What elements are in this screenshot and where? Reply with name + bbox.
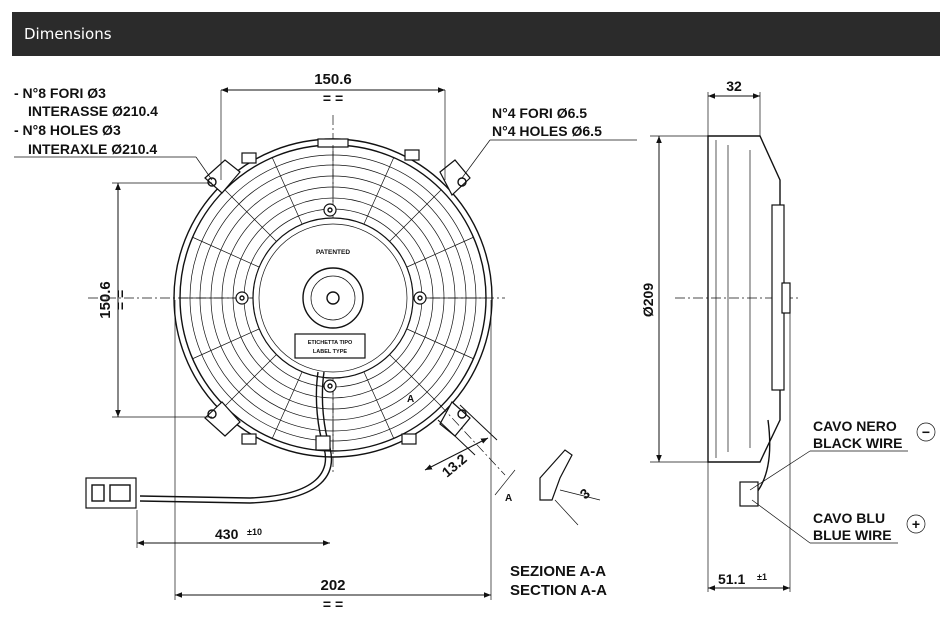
dim-bottom-value: 202	[320, 577, 345, 594]
label-type-it: ETICHETTA TIPO	[308, 340, 353, 346]
big-holes-en: N°4 HOLES Ø6.5	[492, 123, 602, 139]
section-profile	[539, 449, 573, 501]
black-wire-callout: CAVO NERO BLACK WIRE −	[749, 418, 936, 491]
section-header: Dimensions	[12, 12, 940, 56]
patented-label: PATENTED	[316, 249, 350, 256]
minus-symbol: −	[922, 424, 930, 440]
holes-it-line2: INTERASSE Ø210.4	[28, 103, 158, 119]
cable	[139, 371, 333, 504]
side-shaft	[781, 282, 791, 314]
dim-cable-value: 430	[215, 526, 239, 542]
plus-icon	[906, 514, 926, 534]
side-view: 32 Ø209 51.1 ±1 CAVO NERO BLACK WIRE − C…	[640, 78, 936, 592]
dim-left-mark: = =	[112, 290, 128, 310]
dim-depth: 32	[726, 78, 742, 94]
dim-bottom: 202 = =	[174, 300, 492, 612]
section-title-en: SECTION A-A	[510, 582, 607, 599]
dim-cable-tolerance: ±10	[247, 527, 262, 537]
side-housing	[707, 135, 781, 463]
section-mark-a: A	[505, 493, 512, 504]
section-title-it: SEZIONE A-A	[510, 563, 606, 580]
holes-en-line1: - N°8 HOLES Ø3	[14, 122, 121, 138]
dim-top: 150.6 = =	[220, 71, 446, 180]
black-wire-it: CAVO NERO	[813, 418, 897, 434]
minus-icon	[916, 422, 936, 442]
blue-wire-en: BLUE WIRE	[813, 527, 892, 543]
plus-symbol: +	[912, 516, 920, 532]
big-holes-it: N°4 FORI Ø6.5	[492, 105, 587, 121]
fan-housing	[173, 138, 493, 458]
dim-cable: 430 ±10	[136, 510, 330, 548]
dim-total: 51.1	[718, 571, 745, 587]
dim-left-value: 150.6	[97, 281, 114, 319]
front-view: PATENTED ETICHETTA TIPO LABEL TYPE 150.6…	[14, 71, 637, 612]
black-wire-en: BLACK WIRE	[813, 435, 902, 451]
section-cut-label: A	[407, 394, 414, 405]
dim-diameter: Ø209	[640, 283, 656, 317]
section-cut: A	[407, 394, 506, 476]
dim-total-tolerance: ±1	[757, 572, 767, 582]
connector	[85, 477, 137, 509]
dim-left: 150.6 = =	[97, 182, 212, 418]
dim-13-2: 13.2	[439, 450, 470, 480]
section-view: 13.2 A 3 SEZIONE A-A SECTION A-A	[424, 404, 607, 599]
holes-callout-large: N°4 FORI Ø6.5 N°4 HOLES Ø6.5	[461, 105, 637, 179]
holes-en-line2: INTERAXLE Ø210.4	[28, 141, 157, 157]
label-plate	[294, 333, 366, 359]
grille-spokes	[180, 145, 486, 451]
dim-bottom-mark: = =	[323, 596, 343, 612]
section-title: Dimensions	[24, 25, 112, 43]
dim-3: 3	[577, 485, 593, 502]
holes-it-line1: - N°8 FORI Ø3	[14, 85, 106, 101]
blue-wire-callout: CAVO BLU BLUE WIRE +	[751, 499, 926, 544]
motor-hub	[235, 203, 427, 393]
label-type-en: LABEL TYPE	[313, 349, 347, 355]
dim-top-value: 150.6	[314, 71, 352, 88]
blue-wire-it: CAVO BLU	[813, 510, 885, 526]
dim-top-mark: = =	[323, 90, 343, 106]
holes-callout-small: - N°8 FORI Ø3 INTERASSE Ø210.4 - N°8 HOL…	[14, 85, 213, 181]
